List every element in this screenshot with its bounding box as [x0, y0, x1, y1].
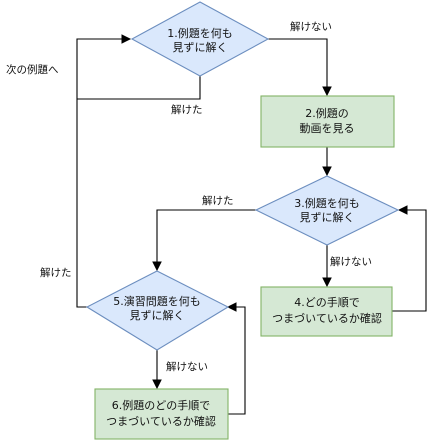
arrowhead-step2-to-step3 [322, 166, 332, 177]
node-step3-line1: 3.例題を何も [294, 196, 360, 210]
node-step3-line2: 見ずに解く [300, 210, 355, 224]
label-step3-solved: 解けた [202, 194, 234, 207]
label-next-example: 次の例題へ [6, 63, 59, 76]
node-step6: 6.例題のどの手順で つまづいているか確認 [94, 388, 229, 440]
node-step3: 3.例題を何も 見ずに解く [254, 175, 400, 246]
node-step1-line1: 1.例題を何も [167, 26, 233, 40]
node-step1: 1.例題を何も 見ずに解く [130, 1, 270, 77]
arrowhead-step5-to-step6 [152, 379, 162, 390]
arrowhead-step4-to-step3 [397, 205, 408, 215]
node-step6-line2: つまづいているか確認 [106, 414, 216, 428]
edge-step1-to-step2 [268, 38, 328, 87]
label-step3-unsolved: 解けない [330, 255, 372, 268]
label-step1-solved: 解けた [171, 103, 203, 116]
node-step4: 4.どの手順で つまづいているか確認 [260, 286, 393, 337]
arrowhead-step5-to-step1 [121, 34, 132, 44]
edge-step6-to-step5 [228, 306, 246, 415]
node-step4-line1: 4.どの手順で [294, 295, 360, 309]
node-step6-line1: 6.例題のどの手順で [112, 398, 211, 412]
node-step5-line2: 見ずに解く [130, 308, 185, 322]
edge-step5-to-step1 [76, 38, 122, 308]
node-step5: 5.演習問題を何も 見ずに解く [85, 270, 230, 351]
node-step4-line2: つまづいているか確認 [272, 311, 382, 325]
arrowhead-step3-to-step5 [152, 261, 162, 272]
node-step1-line2: 見ずに解く [173, 40, 228, 54]
node-step2-line2: 動画を見る [300, 121, 355, 135]
edge-step3-to-step5 [156, 209, 256, 262]
node-step5-line1: 5.演習問題を何も [113, 294, 201, 308]
label-step5-solved: 解けた [40, 266, 72, 279]
node-step2: 2.例題の 動画を見る [260, 95, 395, 148]
edge-step4-to-step3 [392, 209, 427, 312]
node-step2-line1: 2.例題の [305, 106, 349, 120]
label-step5-unsolved: 解けない [166, 360, 208, 373]
arrowhead-step3-to-step4 [322, 277, 332, 288]
arrowhead-step6-to-step5 [226, 302, 237, 312]
edge-step1-solved [77, 76, 201, 100]
arrowhead-step1-to-step2 [322, 86, 332, 97]
label-step1-unsolved: 解けない [290, 20, 332, 33]
